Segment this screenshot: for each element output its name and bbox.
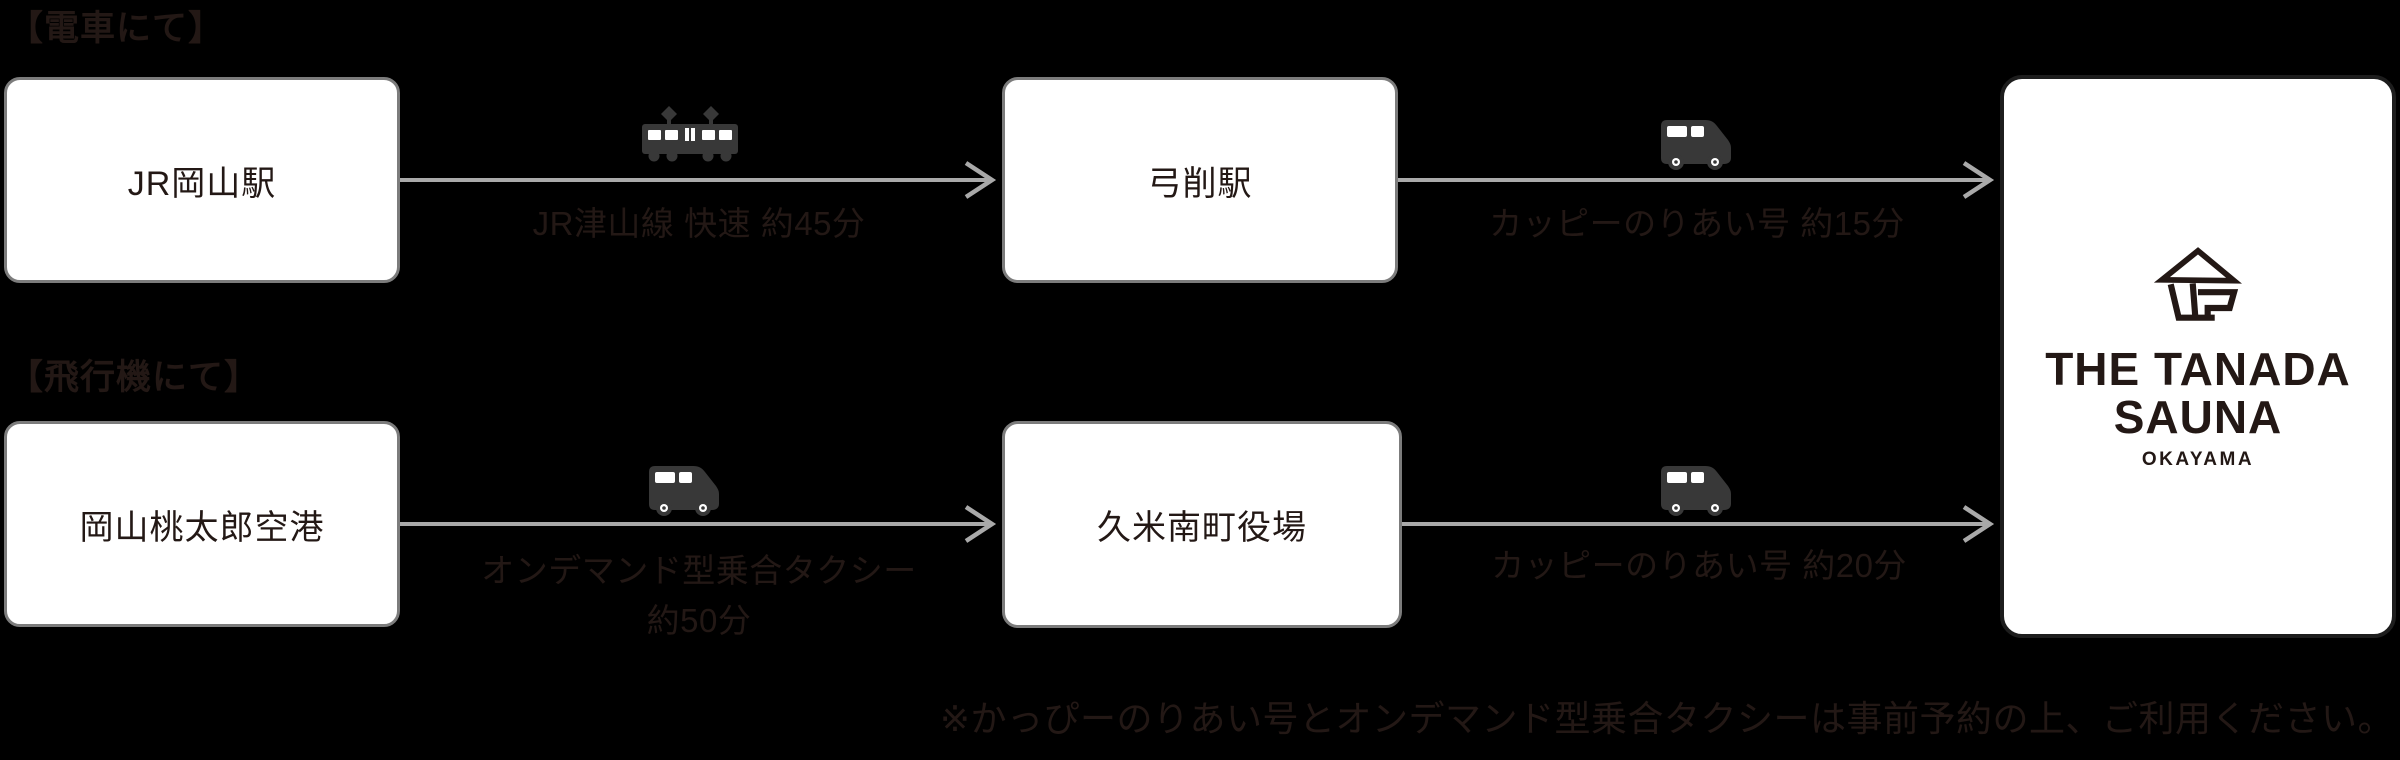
train-route-heading: 【電車にて】 [8,9,225,48]
pentagon-house-logo-icon [2154,247,2242,321]
station-label: 久米南町役場 [1097,509,1307,547]
station-label: 岡山桃太郎空港 [79,508,325,547]
arrow-right-icon [1402,505,1995,543]
arrow-right-icon [400,161,997,199]
station-box-jr-okayama: JR岡山駅 [4,77,400,283]
plane-leg1-label: オンデマンド型乗合タクシー 約50分 [400,546,998,646]
train-leg2-label: カッピーのりあい号 約15分 [1489,205,1905,242]
destination-name-line1: THE TANADA [2045,343,2351,395]
arrow-right-icon [1398,161,1995,199]
van-icon [1661,120,1731,170]
station-label: JR岡山駅 [127,164,277,203]
destination-box-tanada-sauna: THE TANADA SAUNA OKAYAMA [2000,75,2396,638]
destination-name-line3: OKAYAMA [2141,449,2255,470]
station-label: 弓削駅 [1147,164,1253,203]
plane-leg2-label: カッピーのりあい号 約20分 [1491,547,1907,584]
destination-name-line2: SAUNA [2113,391,2283,443]
plane-leg1-label-line1: オンデマンド型乗合タクシー [481,552,917,589]
station-box-yuge: 弓削駅 [1002,77,1398,283]
arrow-right-icon [400,505,997,543]
station-box-momotaro-airport: 岡山桃太郎空港 [4,421,400,627]
plane-route-heading: 【飛行機にて】 [8,358,261,397]
plane-leg1-label-line2: 約50分 [646,602,752,639]
train-icon [642,106,738,162]
reservation-footnote: ※かっぴーのりあい号とオンデマンド型乗合タクシーは事前予約の上、ご利用ください。 [939,698,2394,739]
van-icon [649,466,719,516]
station-box-kumenan-town-hall: 久米南町役場 [1002,421,1402,628]
van-icon [1661,466,1731,516]
train-leg1-label: JR津山線 快速 約45分 [532,205,866,242]
